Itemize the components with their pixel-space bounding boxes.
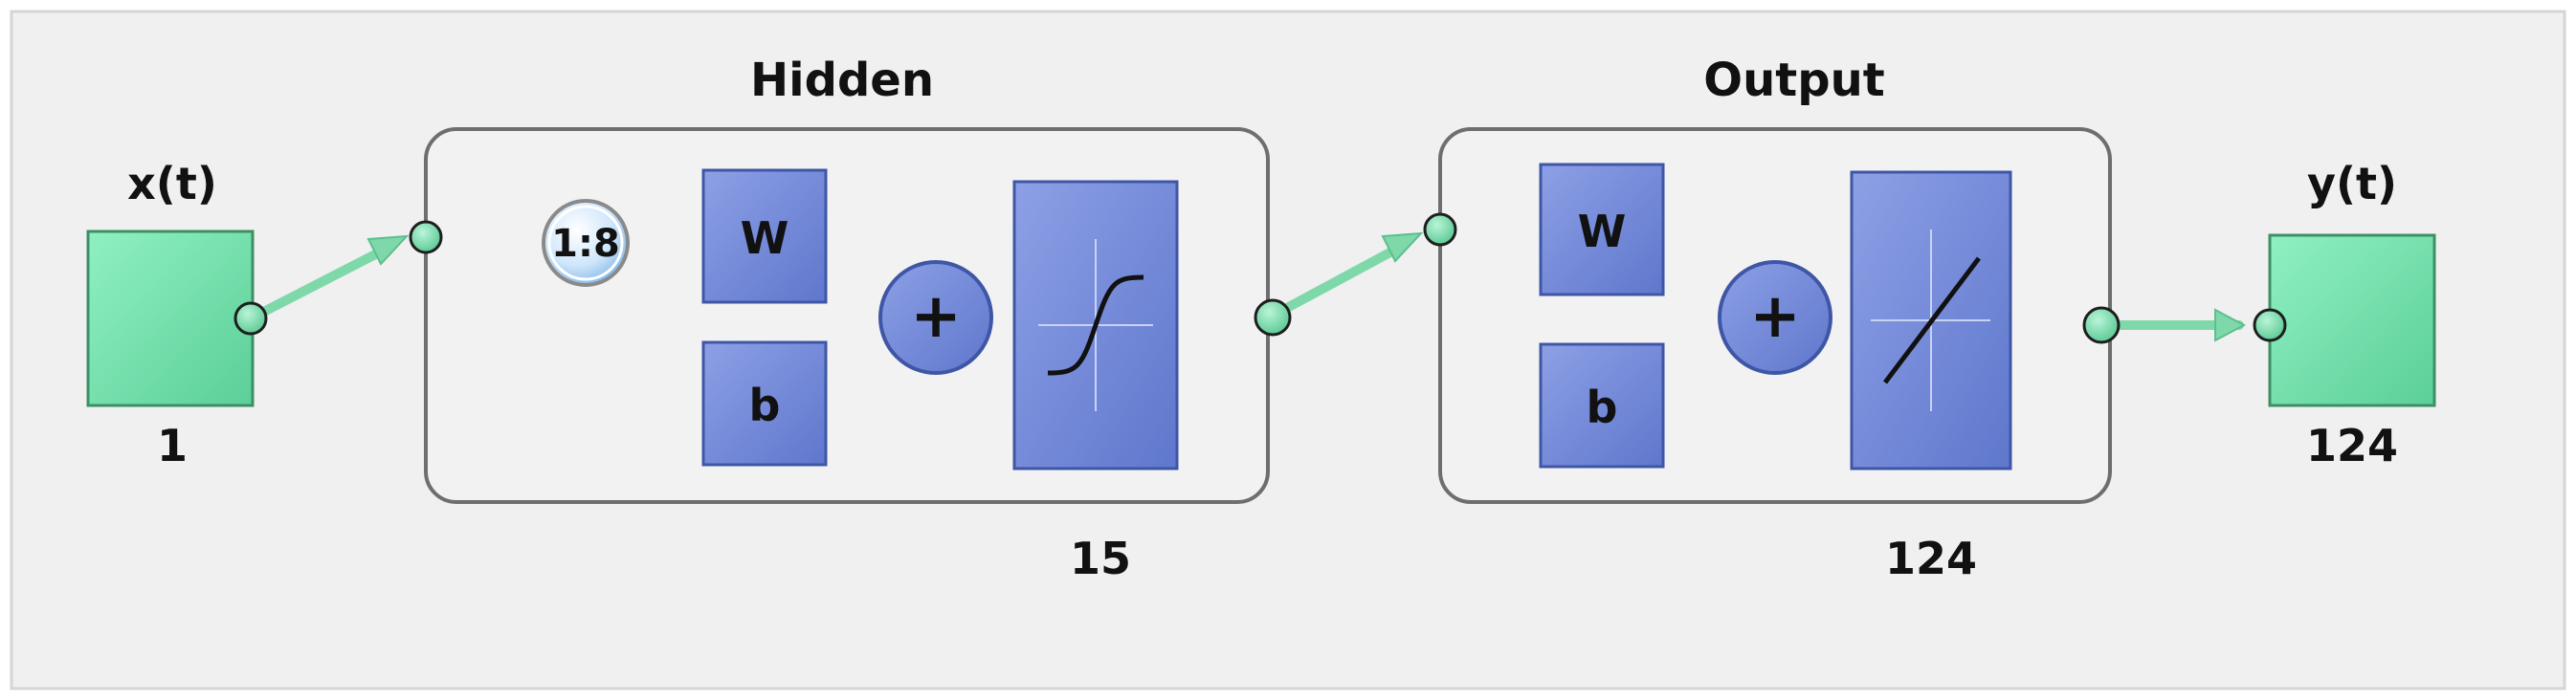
output-weight-label: W	[1578, 206, 1627, 257]
delay-label: 1:8	[551, 222, 620, 266]
output-weight-block	[1539, 163, 1665, 296]
output-size: 124	[2306, 420, 2398, 471]
output-port	[2253, 308, 2287, 342]
arrow-into-hidden	[366, 234, 410, 266]
output-title: Output	[1703, 54, 1884, 107]
output-label: y(t)	[2307, 158, 2397, 209]
hidden-sum-node	[878, 260, 993, 375]
output-block	[2268, 233, 2436, 407]
hidden-weight-label: W	[741, 212, 789, 264]
output-bias-label: b	[1587, 382, 1618, 433]
input-size: 1	[157, 420, 188, 471]
hidden-size: 15	[1070, 533, 1131, 584]
output-sum-node	[1718, 260, 1832, 375]
wire-input-to-hidden	[246, 246, 388, 323]
hidden-title: Hidden	[750, 54, 934, 107]
tansig-icon	[1038, 239, 1153, 411]
purelin-icon	[1871, 230, 1990, 411]
arrow-into-y	[2214, 308, 2247, 342]
hidden-weight-block	[701, 168, 828, 304]
diagram-panel	[10, 10, 2566, 690]
hidden-bias-block	[701, 340, 828, 467]
input-label: x(t)	[127, 158, 217, 209]
delay-icon: 1:8	[542, 199, 630, 287]
input-block	[86, 230, 255, 407]
wire-hidden-to-output	[1268, 244, 1402, 320]
output-bias-block	[1539, 342, 1665, 469]
hidden-output-port	[1254, 298, 1292, 337]
output-sum-symbol: +	[1749, 281, 1801, 352]
output-layer-size: 124	[1885, 533, 1977, 584]
hidden-input-port	[409, 220, 443, 254]
hidden-bias-label: b	[749, 380, 781, 431]
hidden-sum-symbol: +	[910, 281, 962, 352]
output-layer-port	[2082, 306, 2121, 344]
output-input-port	[1423, 212, 1457, 247]
input-port	[233, 301, 268, 336]
arrow-into-output	[1381, 231, 1424, 263]
